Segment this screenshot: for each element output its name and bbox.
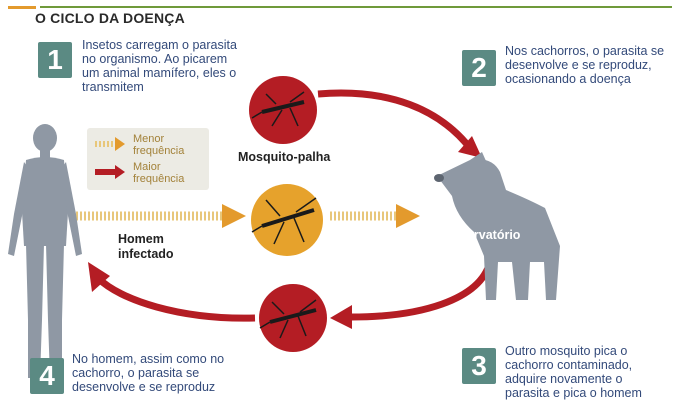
- mosquito-middle: [251, 184, 323, 256]
- dashed-orange-arrow-icon: [95, 137, 125, 151]
- arc-to-dog: [318, 93, 470, 148]
- dashed-arrow-mosquito-dog: [330, 204, 420, 228]
- step-1-number: 1: [38, 42, 72, 78]
- dog-label: Reservatório: [444, 228, 520, 242]
- step-4-number: 4: [30, 358, 64, 394]
- top-rule-green: [40, 6, 672, 8]
- legend-menor-label: Menor frequência: [133, 133, 203, 157]
- red-arrow-icon: [95, 165, 125, 179]
- dog-silhouette: [434, 152, 560, 300]
- step-4-text: No homem, assim como no cachorro, o para…: [72, 352, 254, 394]
- diagram-title: O CICLO DA DOENÇA: [35, 10, 185, 26]
- dashed-arrow-human-mosquito: [72, 204, 246, 228]
- mosquito-bottom: [259, 284, 327, 352]
- legend: Menor frequência Maior frequência: [87, 128, 209, 190]
- top-rule-orange: [8, 6, 36, 9]
- human-silhouette: [8, 124, 82, 378]
- arc-from-dog-arrowhead: [330, 305, 352, 329]
- legend-maior-label: Maior frequência: [133, 161, 203, 185]
- human-label: Homem infectado: [118, 232, 188, 262]
- arc-to-human: [98, 278, 255, 318]
- step-2-number: 2: [462, 50, 496, 86]
- step-1-text: Insetos carregam o parasita no organismo…: [82, 38, 242, 94]
- step-3-text: Outro mosquito pica o cachorro contamina…: [505, 344, 665, 400]
- arc-from-dog: [345, 262, 490, 317]
- step-2-text: Nos cachorros, o parasita se desenvolve …: [505, 44, 673, 86]
- mosquito-label: Mosquito-palha: [238, 150, 330, 164]
- step-3-number: 3: [462, 348, 496, 384]
- mosquito-top: [249, 76, 317, 144]
